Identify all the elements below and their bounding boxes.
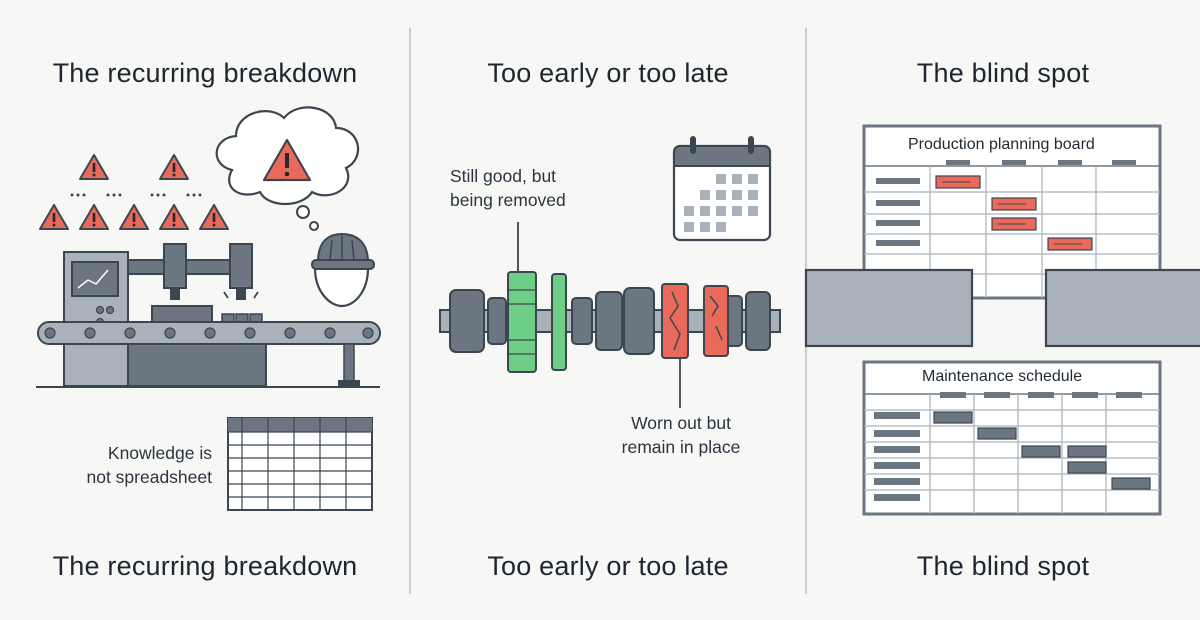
panel-title: Too early or too late [487,58,729,88]
panel-caption: The recurring breakdown [52,551,358,581]
production-board-title: Production planning board [908,136,1095,153]
warning-icon [79,204,109,230]
warning-icon [159,204,189,230]
good-part-label: Still good, but being removed [450,164,566,212]
panel-caption: The blind spot [916,551,1090,581]
machine-illustration [36,243,381,388]
panel-recurring-breakdown: The recurring breakdown [0,0,410,620]
panel-divider-left [409,28,411,594]
warning-icon [199,204,229,230]
panel-blind-spot: The blind spot [804,0,1200,620]
spreadsheet-icon [227,417,373,511]
worn-part-label-line-1: Worn out but [631,413,731,433]
knowledge-note-line-2: not spreadsheet [86,467,212,487]
wall-right [1044,268,1200,348]
healthy-part [507,271,567,373]
worn-part-label: Worn out but remain in place [606,411,756,459]
panel-caption: Too early or too late [487,551,729,581]
panel-title: The recurring breakdown [52,58,358,88]
worn-part-label-line-2: remain in place [621,437,741,457]
knowledge-note: Knowledge is not spreadsheet [70,441,212,489]
recurring-breakdown-illustration [36,106,381,511]
thought-bubble-icon [215,106,360,231]
warning-icon [79,154,109,180]
ellipsis-dots [70,193,202,197]
good-part-label-line-2: being removed [450,190,566,210]
calendar-icon [672,136,772,242]
warning-icon [119,204,149,230]
knowledge-note-line-1: Knowledge is [107,443,212,463]
warning-icon [39,204,69,230]
camshaft-illustration [439,136,781,408]
maintenance-board-title: Maintenance schedule [922,368,1083,385]
worker-helmet-icon [311,232,375,308]
panel-too-early-too-late: Too early or too late [410,0,806,620]
warning-icon [159,154,189,180]
panel-title: The blind spot [916,58,1090,88]
maintenance-schedule-board [862,360,1162,516]
wall-left [804,268,974,348]
good-part-label-line-1: Still good, but [450,166,557,186]
blind-spot-illustration [804,124,1200,516]
